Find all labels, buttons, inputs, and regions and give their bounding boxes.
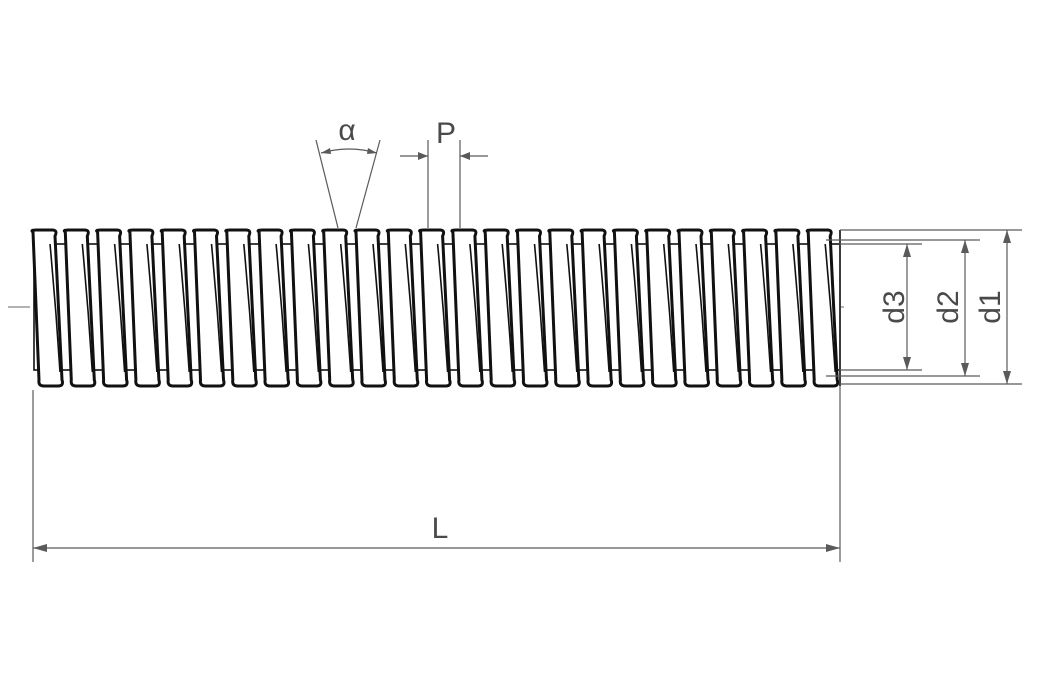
thread-flank-line bbox=[695, 243, 707, 373]
thread-crest bbox=[482, 228, 517, 388]
thread-flank-line bbox=[630, 243, 643, 373]
thread-flank-line bbox=[533, 243, 546, 373]
angle-arrow-right bbox=[367, 148, 377, 154]
thread-crest bbox=[450, 228, 484, 388]
d2-label: d2 bbox=[932, 290, 965, 323]
thread-crest bbox=[418, 228, 452, 388]
thread-flank-line bbox=[146, 243, 158, 373]
thread-flank-line bbox=[598, 243, 610, 373]
thread-flank-line bbox=[824, 243, 836, 373]
thread-crest bbox=[95, 228, 129, 388]
diameter-dimensions: d3 d2 d1 bbox=[826, 229, 1022, 385]
thread-crest bbox=[127, 228, 161, 388]
d1-arrow-top bbox=[1003, 230, 1011, 243]
pitch-label: P bbox=[436, 117, 456, 150]
thread-crest bbox=[741, 228, 775, 388]
thread-flank-line bbox=[501, 243, 513, 373]
thread-crest bbox=[256, 228, 291, 388]
angle-arrow-left bbox=[321, 148, 331, 154]
thread-crest bbox=[353, 228, 387, 388]
thread-crest bbox=[611, 228, 646, 388]
d2-arrow-top bbox=[961, 240, 969, 253]
thread-crest bbox=[579, 228, 614, 388]
thread-crest bbox=[159, 228, 194, 388]
thread-flank-line bbox=[210, 243, 223, 373]
length-dimension: L bbox=[32, 230, 841, 562]
thread-flank-line bbox=[662, 243, 675, 373]
thread-flank-line bbox=[566, 243, 578, 373]
threaded-rod bbox=[30, 228, 841, 388]
thread-crest bbox=[192, 228, 226, 388]
thread-crest bbox=[288, 228, 323, 388]
thread-crest bbox=[708, 228, 743, 388]
thread-crest bbox=[321, 228, 355, 388]
d1-label: d1 bbox=[974, 290, 1007, 323]
length-label: L bbox=[432, 512, 449, 545]
thread-crest bbox=[385, 228, 420, 388]
thread-flank-line bbox=[727, 243, 740, 373]
thread-crest bbox=[224, 228, 258, 388]
flank-angle-dimension: α bbox=[315, 114, 381, 229]
thread-crest bbox=[547, 228, 581, 388]
flank-line-right bbox=[355, 139, 381, 229]
thread-flank-line bbox=[243, 243, 255, 373]
thread-crest bbox=[773, 228, 807, 388]
thread-flank-line bbox=[759, 243, 772, 373]
d1-arrow-bottom bbox=[1003, 371, 1011, 384]
thread-crest bbox=[676, 228, 710, 388]
thread-flank-line bbox=[469, 243, 481, 373]
flank-angle-label: α bbox=[338, 114, 355, 147]
length-arrow-left bbox=[33, 544, 47, 552]
thread-crest bbox=[30, 228, 64, 388]
d3-arrow-top bbox=[903, 244, 911, 257]
d3-arrow-bottom bbox=[903, 357, 911, 370]
d3-label: d3 bbox=[878, 290, 911, 323]
pitch-arrow-left bbox=[418, 152, 428, 160]
pitch-arrow-right bbox=[460, 152, 470, 160]
thread-flank-line bbox=[275, 243, 287, 373]
thread-flank-line bbox=[339, 243, 352, 373]
thread-crest bbox=[805, 228, 840, 388]
thread-flank-line bbox=[307, 243, 320, 373]
flank-line-left bbox=[315, 139, 339, 229]
thread-flank-line bbox=[792, 243, 804, 373]
thread-flank-line bbox=[404, 243, 417, 373]
thread-crest bbox=[515, 228, 549, 388]
thread-flank-line bbox=[81, 243, 94, 373]
thread-flank-line bbox=[113, 243, 126, 373]
thread-flank-line bbox=[49, 243, 61, 373]
thread-crest bbox=[62, 228, 97, 388]
d2-arrow-bottom bbox=[961, 363, 969, 376]
pitch-dimension: P bbox=[400, 117, 488, 228]
thread-flank-line bbox=[436, 243, 449, 373]
thread-crest bbox=[644, 228, 678, 388]
thread-flank-line bbox=[178, 243, 190, 373]
thread-flank-line bbox=[372, 243, 384, 373]
length-arrow-right bbox=[826, 544, 840, 552]
